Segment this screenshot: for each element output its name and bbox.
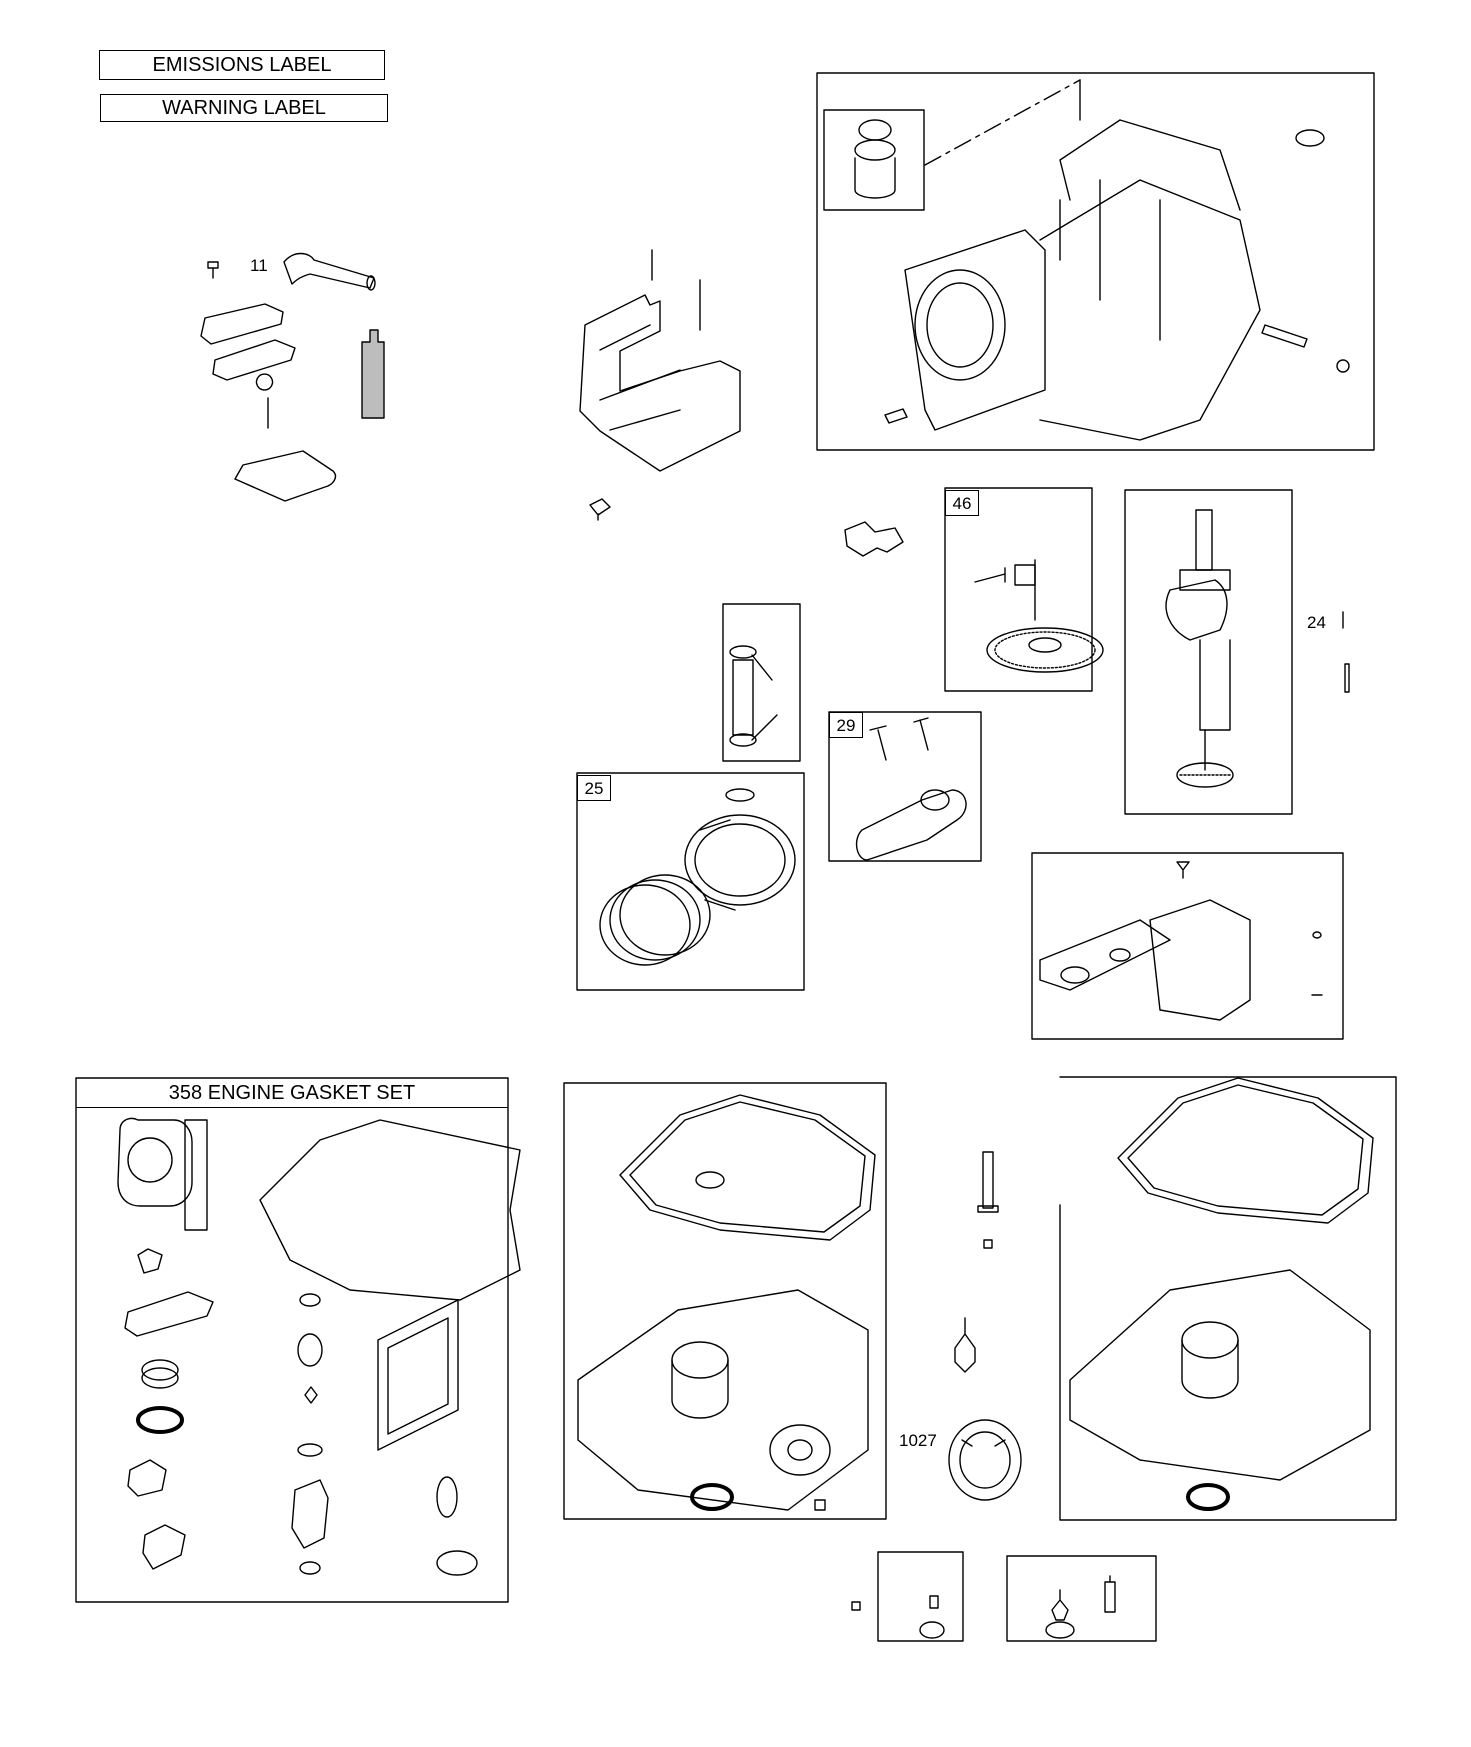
oil-drain-group <box>851 1595 945 1639</box>
callout-29: 29 <box>829 712 863 738</box>
oil-drain-box <box>877 1551 964 1642</box>
connecting-rod-box <box>828 711 982 862</box>
callout-1027: 1027 <box>899 1431 937 1450</box>
cylinder-block-box <box>816 72 1375 451</box>
oil-sensor-group <box>1045 1575 1116 1639</box>
crankcase-cover-box-left <box>563 1082 887 1520</box>
callout-24: 24 <box>1307 613 1326 632</box>
gasket-set-title: 358 ENGINE GASKET SET <box>76 1078 508 1108</box>
cam-gear-group <box>974 559 1104 673</box>
sump-cover-group <box>1039 861 1323 1021</box>
crankcase-cover-group-left <box>577 1094 876 1511</box>
connecting-rod-group <box>855 717 967 861</box>
gasket-set-box <box>75 1077 509 1603</box>
piston-pin-box <box>722 603 801 762</box>
piston-box <box>576 772 805 991</box>
emissions-label: EMISSIONS LABEL <box>99 50 385 80</box>
oil-filter-group <box>948 1151 1022 1501</box>
bearing-inset-box <box>823 109 925 211</box>
callout-46: 46 <box>945 490 979 516</box>
governor-crank-part <box>844 521 904 557</box>
crankcase-cover-group-right <box>1069 1077 1374 1511</box>
piston-group <box>599 788 796 966</box>
warning-label: WARNING LABEL <box>100 94 388 122</box>
oil-sensor-box <box>1006 1555 1157 1642</box>
cylinder-block-group <box>854 79 1350 441</box>
callout-11: 11 <box>250 256 268 275</box>
cam-gear-box <box>944 487 1093 692</box>
key-pin-part <box>1342 611 1350 693</box>
callout-25: 25 <box>577 775 611 801</box>
sump-cover-box <box>1031 852 1344 1040</box>
crankshaft-group <box>1165 509 1234 788</box>
gasket-set-group <box>117 1117 521 1576</box>
piston-pin-group <box>729 645 778 747</box>
crankshaft-box <box>1124 489 1293 815</box>
crankcase-cover-box-right <box>1059 1076 1397 1521</box>
blower-housing-group <box>579 249 741 521</box>
breather-tube-group <box>200 252 385 502</box>
